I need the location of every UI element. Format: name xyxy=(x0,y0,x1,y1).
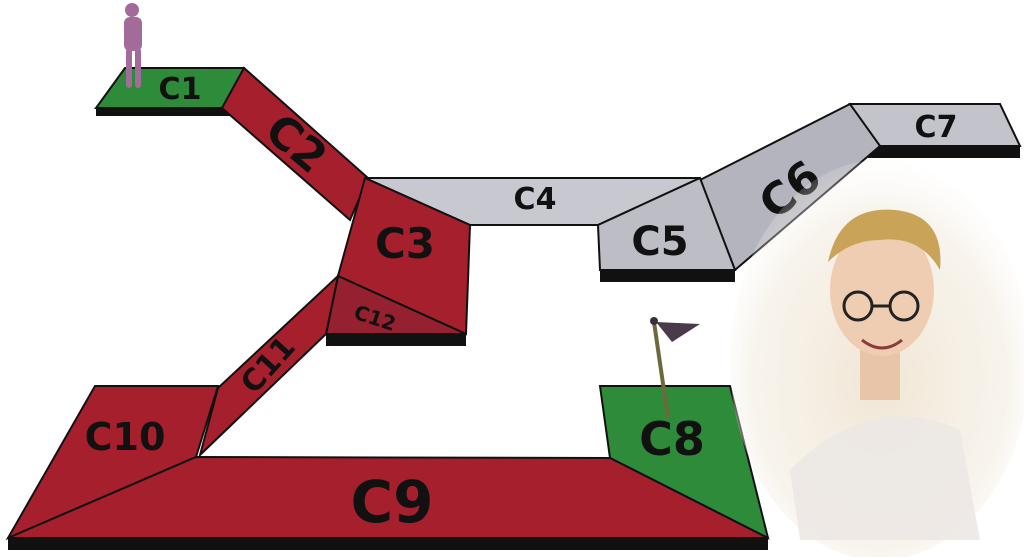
tile-c2[interactable]: C2 xyxy=(220,66,370,222)
tile-c9[interactable]: C9 xyxy=(7,455,769,539)
tile-c7[interactable]: C7 xyxy=(848,103,1022,147)
tile-c3-label: C3 xyxy=(375,219,435,268)
tile-c1-label: C1 xyxy=(159,72,202,107)
tile-c11[interactable]: C11 xyxy=(198,273,340,459)
tile-c5-label: C5 xyxy=(631,219,688,265)
tile-c10[interactable]: C10 xyxy=(5,385,220,541)
tile-edges xyxy=(8,108,1020,550)
tile-c8-label: C8 xyxy=(639,412,705,466)
tile-c9-label: C9 xyxy=(351,468,434,536)
tile-c5[interactable]: C5 xyxy=(596,176,737,271)
flag-icon xyxy=(650,317,700,419)
tile-c10-label: C10 xyxy=(85,415,166,459)
tile-c4-label: C4 xyxy=(514,182,557,217)
tile-c3[interactable]: C3 xyxy=(336,176,472,336)
figure-icon xyxy=(124,3,142,88)
tile-c7-label: C7 xyxy=(915,110,958,145)
person-photo xyxy=(730,160,1024,557)
tile-c1[interactable]: C1 xyxy=(94,67,245,109)
